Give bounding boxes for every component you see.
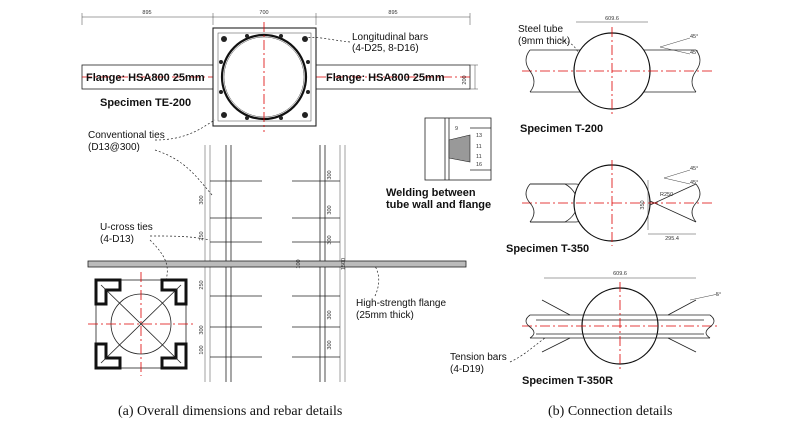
- elev-dim-5: 100: [199, 345, 205, 354]
- angle-45-2: 45°: [690, 50, 698, 56]
- dim-top-right: 895: [388, 10, 397, 16]
- weld-dim-16: 16: [476, 162, 482, 168]
- weld-label-1: Welding between: [386, 187, 476, 199]
- elev-dim-12: 1500: [341, 258, 347, 270]
- conv-ties-label-1: Conventional ties: [88, 130, 165, 141]
- elev-dim-6: 300: [327, 170, 333, 179]
- elev-dim-2: 250: [199, 231, 205, 240]
- dim-top-mid: 700: [259, 10, 268, 16]
- ucross-label-2: (4-D13): [100, 234, 134, 245]
- ucross-label-1: U-cross ties: [100, 222, 153, 233]
- caption-b: (b) Connection details: [548, 404, 672, 419]
- dim-350: 350: [640, 200, 646, 209]
- weld-dim-11a: 11: [476, 144, 482, 150]
- weld-label-2: tube wall and flange: [386, 199, 491, 211]
- flange-right-label: Flange: HSA800 25mm: [326, 72, 445, 84]
- diam-label-1: 609.6: [605, 16, 619, 22]
- tension-label-1: Tension bars: [450, 352, 507, 363]
- caption-a: (a) Overall dimensions and rebar details: [118, 404, 342, 419]
- dim-2954: 295.4: [665, 236, 679, 242]
- elev-dim-7: 300: [327, 205, 333, 214]
- flange-left-label: Flange: HSA800 25mm: [86, 72, 205, 84]
- high-strength-flange-elev: [87, 260, 467, 268]
- specimen-t200: 609.6 45° 45° Steel tube (9mm thick) Spe…: [518, 16, 712, 135]
- elev-dim-9: 300: [327, 310, 333, 319]
- spec-t200-label: Specimen T-200: [520, 123, 603, 135]
- spec-t350r-label: Specimen T-350R: [522, 375, 613, 387]
- elev-dim-8: 300: [327, 235, 333, 244]
- long-bars-label-1: Longitudinal bars: [352, 32, 428, 43]
- weld-dim-13: 13: [476, 133, 482, 139]
- diam-label-2: 609.6: [613, 271, 627, 277]
- tie-lines: [210, 180, 340, 358]
- specimen-te200-label: Specimen TE-200: [100, 97, 191, 109]
- steel-tube-label-2: (9mm thick): [518, 36, 570, 47]
- long-bars-label-2: (4-D25, 8-D16): [352, 43, 419, 54]
- angle-45-3: 45°: [690, 166, 698, 172]
- ucross-section: [88, 272, 194, 376]
- elev-dim-1: 300: [199, 195, 205, 204]
- conv-ties-label-2: (D13@300): [88, 142, 140, 153]
- elev-dim-10: 300: [327, 340, 333, 349]
- weld-dim-11b: 11: [476, 154, 482, 160]
- elev-dim-11: 100: [296, 259, 302, 268]
- hs-flange-label-1: High-strength flange: [356, 298, 446, 309]
- dim-right-200: 200: [462, 75, 468, 84]
- angle-5: 5°: [716, 292, 721, 298]
- angle-45-4: 45°: [690, 180, 698, 186]
- hs-flange-label-2: (25mm thick): [356, 310, 414, 321]
- column-section: [212, 27, 317, 127]
- specimen-t350: 350 R250 295.4 45° 45° Specimen T-350: [506, 160, 712, 255]
- elev-dim-4: 300: [199, 325, 205, 334]
- elev-dim-3: 250: [199, 280, 205, 289]
- dim-r250: R250: [660, 192, 673, 198]
- tension-label-2: (4-D19): [450, 364, 484, 375]
- steel-tube-label-1: Steel tube: [518, 24, 563, 35]
- specimen-t350r: 609.6 5° Tension bars (4-D19) Specimen T…: [450, 271, 721, 387]
- welding-detail: 9 13 11 11 16 Welding between tube wall …: [386, 117, 492, 211]
- elevation-view: 300 250 250 300 100 300 300 300 300 300 …: [87, 119, 467, 382]
- weld-dim-9: 9: [455, 126, 458, 132]
- spec-t350-label: Specimen T-350: [506, 243, 589, 255]
- dim-top-left: 895: [142, 10, 151, 16]
- plan-view: 895 700 895 200 Flange: HSA800 25mm Flan…: [81, 10, 478, 132]
- angle-45-1: 45°: [690, 34, 698, 40]
